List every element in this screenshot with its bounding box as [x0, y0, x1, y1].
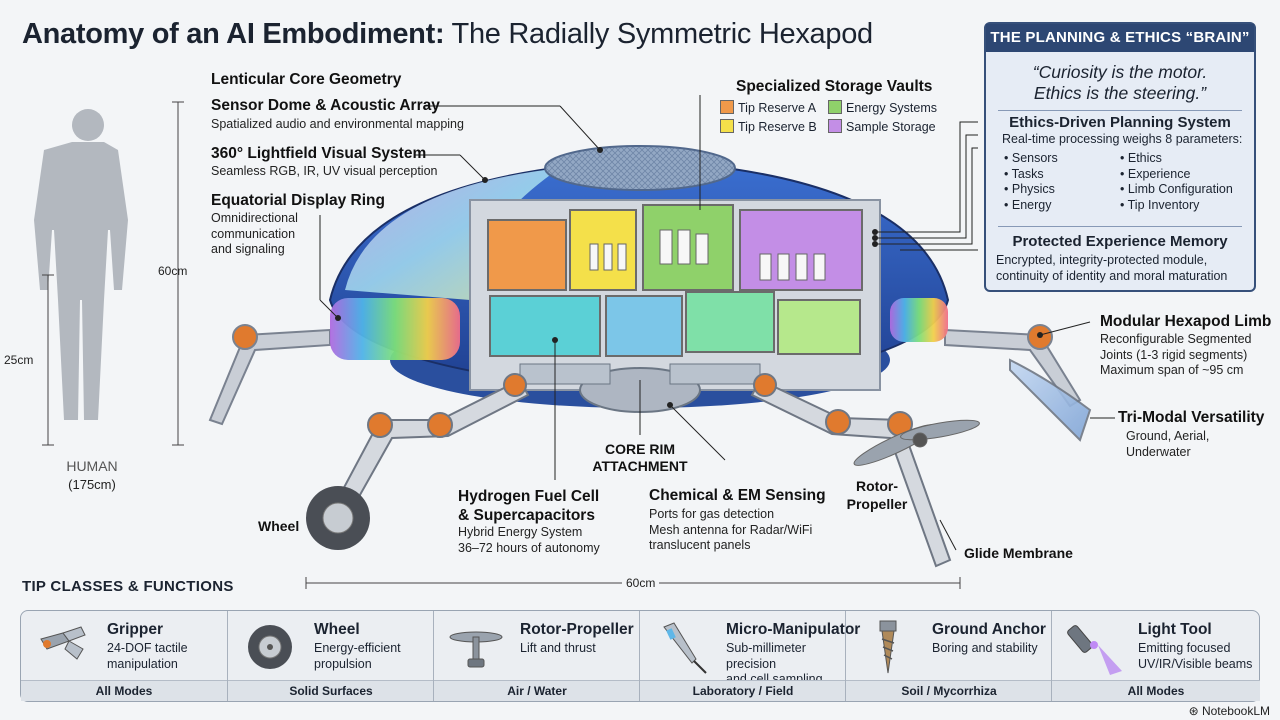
limb-front-left: [338, 373, 530, 504]
callout-trimodal-title: Tri-Modal Versatility: [1118, 409, 1265, 426]
memory-title: Protected Experience Memory: [1012, 233, 1228, 250]
tip-foot: Solid Surfaces: [228, 680, 434, 701]
callout-core-rim: CORE RIM ATTACHMENT: [592, 441, 688, 474]
callout-rotor: Rotor- Propeller: [846, 478, 908, 512]
callout-lightfield-desc: Seamless RGB, IR, UV visual perception: [211, 164, 438, 178]
tip-card-rotor-propeller: Rotor-Propeller Lift and thrust Air / Wa…: [433, 611, 640, 701]
legend-energy-systems: Energy Systems: [828, 100, 937, 115]
human-label: HUMAN: [66, 458, 118, 474]
tip-name: Light Tool: [1138, 621, 1212, 638]
tip-name: Gripper: [107, 621, 163, 638]
callout-chem-title: Chemical & EM Sensing: [649, 487, 826, 504]
width-dim: 60cm: [622, 576, 660, 590]
micro-manipulator-icon: [663, 622, 707, 674]
callout-lightfield-title: 360° Lightfield Visual System: [211, 145, 427, 162]
tip-desc: Boring and stability: [932, 641, 1038, 655]
glide-membrane: [1009, 358, 1092, 442]
page-title: Anatomy of an AI Embodiment: The Radiall…: [22, 18, 873, 50]
tip-card-ground-anchor: Ground Anchor Boring and stability Soil …: [845, 611, 1052, 701]
legend-swatch: [720, 100, 734, 114]
planning-desc: Real-time processing weighs 8 parameters…: [1002, 132, 1243, 146]
callout-fuel-desc: Hybrid Energy System 36–72 hours of auto…: [458, 525, 600, 555]
callout-display-ring-desc: Omnidirectional communication and signal…: [211, 211, 298, 256]
callout-wheel: Wheel: [258, 518, 300, 534]
limb-front-right: [750, 373, 952, 568]
memory-desc: Encrypted, integrity-protected module, c…: [996, 253, 1228, 283]
legend-swatch: [828, 119, 842, 133]
planning-title: Ethics-Driven Planning System: [1009, 114, 1231, 131]
tips-title: TIP CLASSES & FUNCTIONS: [22, 578, 234, 595]
human-dim-low: 25cm: [4, 353, 34, 367]
gripper-icon: [40, 626, 86, 660]
planning-params-col2: Ethics Experience Limb Configuration Tip…: [1120, 151, 1233, 213]
human-dim-height: 60cm: [158, 264, 188, 278]
tip-name: Rotor-Propeller: [520, 621, 634, 638]
callout-sensor-dome-desc: Spatialized audio and environmental mapp…: [211, 117, 464, 131]
legend-swatch: [720, 119, 734, 133]
legend-tip-reserve-b: Tip Reserve B: [720, 119, 817, 134]
ground-anchor-icon: [879, 620, 897, 674]
brand-label: ⊛ NotebookLM: [1188, 704, 1270, 718]
callout-sensor-dome-title: Sensor Dome & Acoustic Array: [211, 97, 440, 114]
callout-storage-title: Specialized Storage Vaults: [736, 78, 933, 95]
legend-swatch: [828, 100, 842, 114]
light-tool-icon: [1067, 625, 1122, 675]
planning-params-col1: Sensors Tasks Physics Energy: [1004, 151, 1058, 213]
tip-foot: Laboratory / Field: [640, 680, 846, 701]
divider: [998, 110, 1242, 111]
human-silhouette: [34, 109, 128, 420]
divider: [998, 226, 1242, 227]
callout-lenticular: Lenticular Core Geometry: [211, 71, 402, 88]
tip-card-micro-manipulator: Micro-Manipulator Sub-millimeter precisi…: [639, 611, 860, 701]
limb-back-left: [208, 324, 331, 426]
propeller-icon: [449, 631, 503, 668]
callout-trimodal-desc: Ground, Aerial, Underwater: [1126, 429, 1210, 459]
legend-tip-reserve-a: Tip Reserve A: [720, 100, 816, 115]
wheel-tip: [306, 486, 370, 550]
tip-name: Wheel: [314, 621, 360, 638]
tip-foot: All Modes: [1052, 680, 1260, 701]
callout-display-ring-title: Equatorial Display Ring: [211, 192, 385, 209]
callout-limb-desc: Reconfigurable Segmented Joints (1-3 rig…: [1100, 332, 1252, 377]
human-height: (175cm): [68, 477, 116, 492]
tip-foot: Air / Water: [434, 680, 640, 701]
wheel-icon: [248, 625, 292, 669]
callout-glide: Glide Membrane: [964, 545, 1073, 561]
tip-name: Micro-Manipulator: [726, 621, 861, 638]
callout-limb-title: Modular Hexapod Limb: [1100, 313, 1272, 330]
callout-fuel-title: Hydrogen Fuel Cell & Supercapacitors: [458, 488, 600, 524]
brain-quote: “Curiosity is the motor. Ethics is the s…: [1032, 62, 1208, 103]
legend-sample-storage: Sample Storage: [828, 119, 936, 134]
brain-header: THE PLANNING & ETHICS “BRAIN”: [986, 24, 1254, 52]
tip-desc: Lift and thrust: [520, 641, 596, 655]
tip-name: Ground Anchor: [932, 621, 1046, 638]
rotor-propeller-tip: [853, 419, 980, 466]
tip-foot: Soil / Mycorrhiza: [846, 680, 1052, 701]
tip-foot: All Modes: [21, 680, 227, 701]
brain-panel: THE PLANNING & ETHICS “BRAIN” “Curiosity…: [984, 22, 1256, 292]
callout-chem-desc: Ports for gas detection Mesh antenna for…: [649, 507, 813, 552]
